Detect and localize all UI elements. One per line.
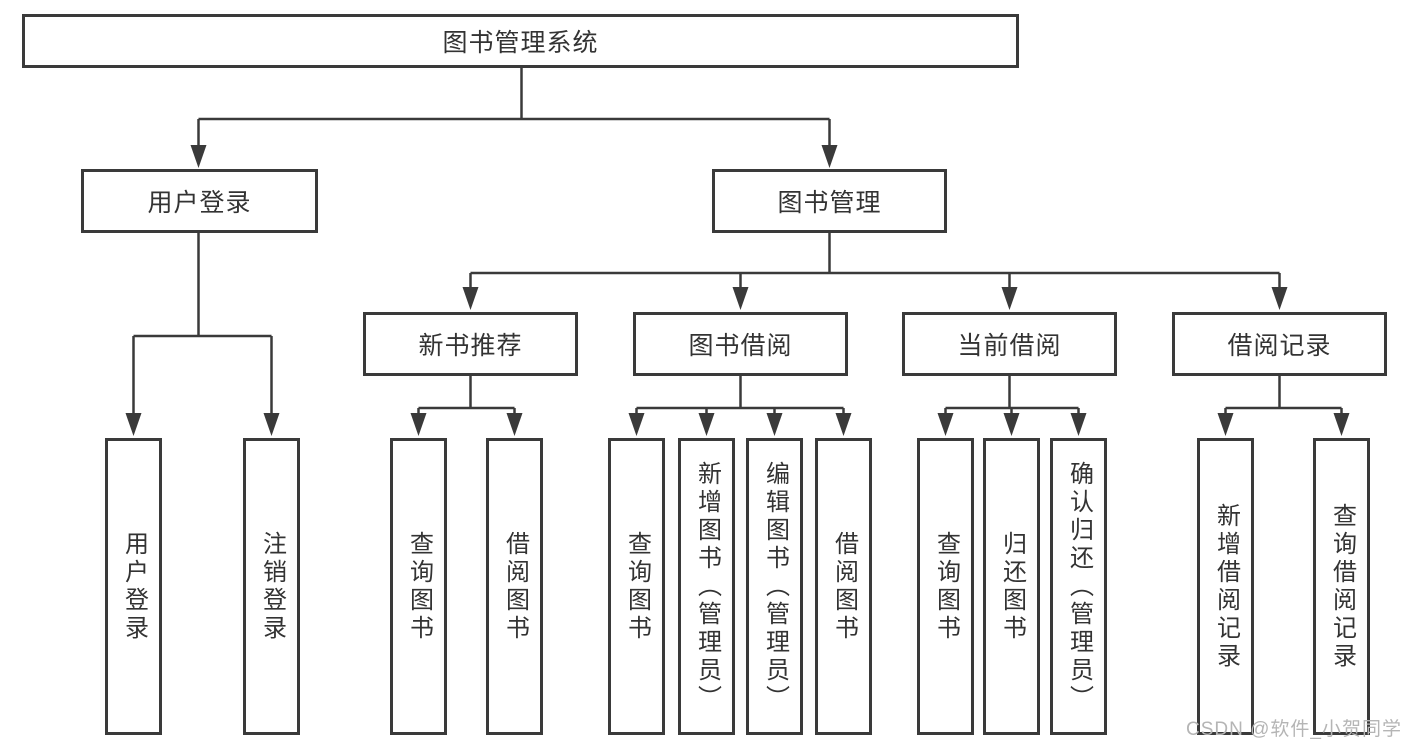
- leaf-borrow-book-recommend: 借阅图书: [486, 438, 543, 735]
- leaf-logout: 注销登录: [243, 438, 300, 735]
- node-borrow-record: 借阅记录: [1172, 312, 1387, 376]
- node-user-login: 用户登录: [81, 169, 318, 233]
- csdn-watermark: CSDN @软件_小贺同学: [1186, 719, 1402, 740]
- leaf-confirm-return-admin: 确认归还（管理员）: [1050, 438, 1107, 735]
- leaf-add-borrow-record: 新增借阅记录: [1197, 438, 1254, 735]
- node-book-management: 图书管理: [712, 169, 947, 233]
- node-current-borrow: 当前借阅: [902, 312, 1117, 376]
- leaf-user-login: 用户登录: [105, 438, 162, 735]
- node-book-borrow: 图书借阅: [633, 312, 848, 376]
- leaf-query-book-borrow: 查询图书: [608, 438, 665, 735]
- leaf-query-book-current: 查询图书: [917, 438, 974, 735]
- leaf-query-book-recommend: 查询图书: [390, 438, 447, 735]
- node-root-library-management-system: 图书管理系统: [22, 14, 1019, 68]
- leaf-borrow-book: 借阅图书: [815, 438, 872, 735]
- leaf-return-book: 归还图书: [983, 438, 1040, 735]
- leaf-add-book-admin: 新增图书（管理员）: [678, 438, 735, 735]
- leaf-query-borrow-record: 查询借阅记录: [1313, 438, 1370, 735]
- leaf-edit-book-admin: 编辑图书（管理员）: [746, 438, 803, 735]
- node-new-book-recommend: 新书推荐: [363, 312, 578, 376]
